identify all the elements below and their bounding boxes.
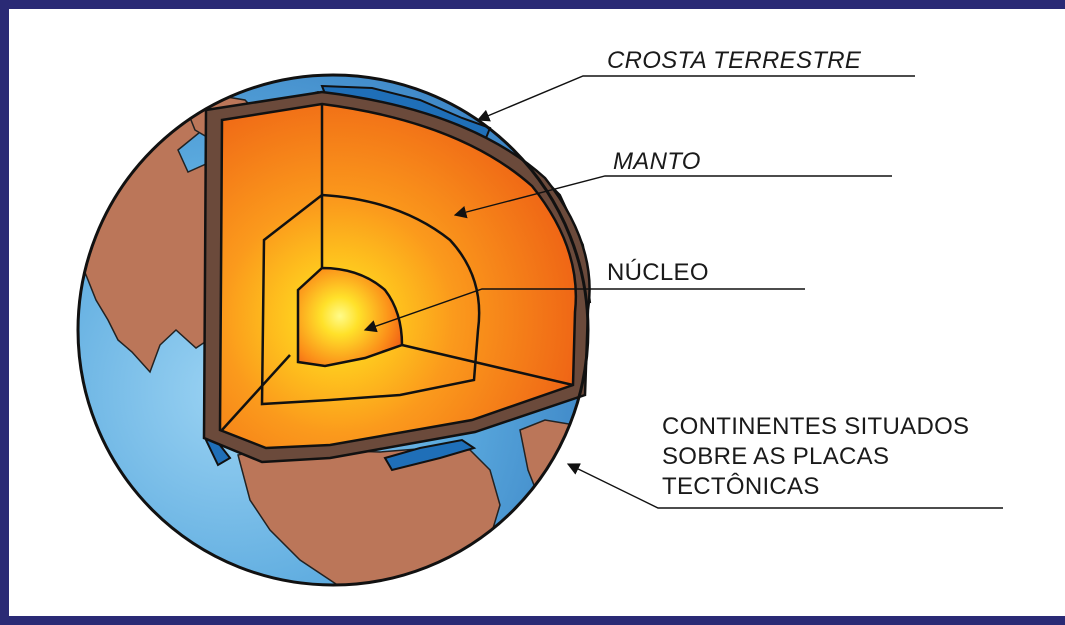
label-continents-line-3: TECTÔNICAS bbox=[662, 473, 820, 500]
boundary-right bbox=[401, 343, 574, 387]
arrow-mantle bbox=[453, 175, 892, 219]
label-core: NÚCLEO bbox=[607, 259, 709, 286]
arrow-crust bbox=[476, 75, 915, 122]
arrow-continents bbox=[566, 463, 1003, 509]
label-leaders bbox=[363, 75, 1003, 509]
label-mantle: MANTO bbox=[613, 148, 701, 175]
layer-boundaries bbox=[221, 104, 574, 431]
tectonic-plate-bottom bbox=[383, 438, 477, 472]
boundary-lower-left bbox=[221, 354, 291, 431]
core bbox=[296, 266, 404, 368]
label-continents-line-2: SOBRE AS PLACAS bbox=[662, 443, 890, 470]
label-continents-line-1: CONTINENTES SITUADOS bbox=[662, 413, 970, 440]
arrow-core bbox=[363, 288, 805, 333]
label-continents: CONTINENTES SITUADOS SOBRE AS PLACAS TEC… bbox=[662, 412, 969, 502]
globe-outline bbox=[76, 73, 590, 587]
mantle-inner-boundary bbox=[260, 193, 481, 406]
label-crust: CROSTA TERRESTRE bbox=[607, 47, 862, 74]
